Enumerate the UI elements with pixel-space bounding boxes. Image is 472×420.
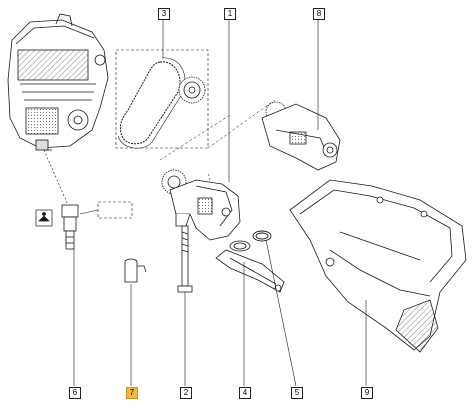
callout-3: 3 [158, 8, 170, 20]
oil-pressure-sensor [61, 204, 79, 250]
oil-sump [289, 179, 467, 353]
oil-pump [161, 169, 241, 241]
callout-8: 8 [313, 8, 325, 20]
dowel-clip [124, 258, 147, 283]
engine-block-icon [7, 13, 109, 151]
callout-4: 4 [239, 387, 251, 399]
mounting-bolt [177, 225, 193, 293]
timing-chain-group-box [115, 49, 209, 149]
timing-chain [117, 57, 186, 149]
callout-5: 5 [291, 387, 303, 399]
vacuum-pump [261, 101, 341, 171]
crank-sprocket [178, 76, 206, 104]
connector-placeholder-box [97, 201, 133, 219]
callout-6: 6 [69, 387, 81, 399]
oil-pressure-sensor-icon [35, 209, 53, 227]
o-ring-seal [252, 230, 272, 242]
callout-9: 9 [361, 387, 373, 399]
oil-pickup-pipe [215, 240, 285, 293]
callout-1: 1 [224, 8, 236, 20]
callout-2: 2 [180, 387, 192, 399]
callout-7: 7 [126, 387, 138, 399]
